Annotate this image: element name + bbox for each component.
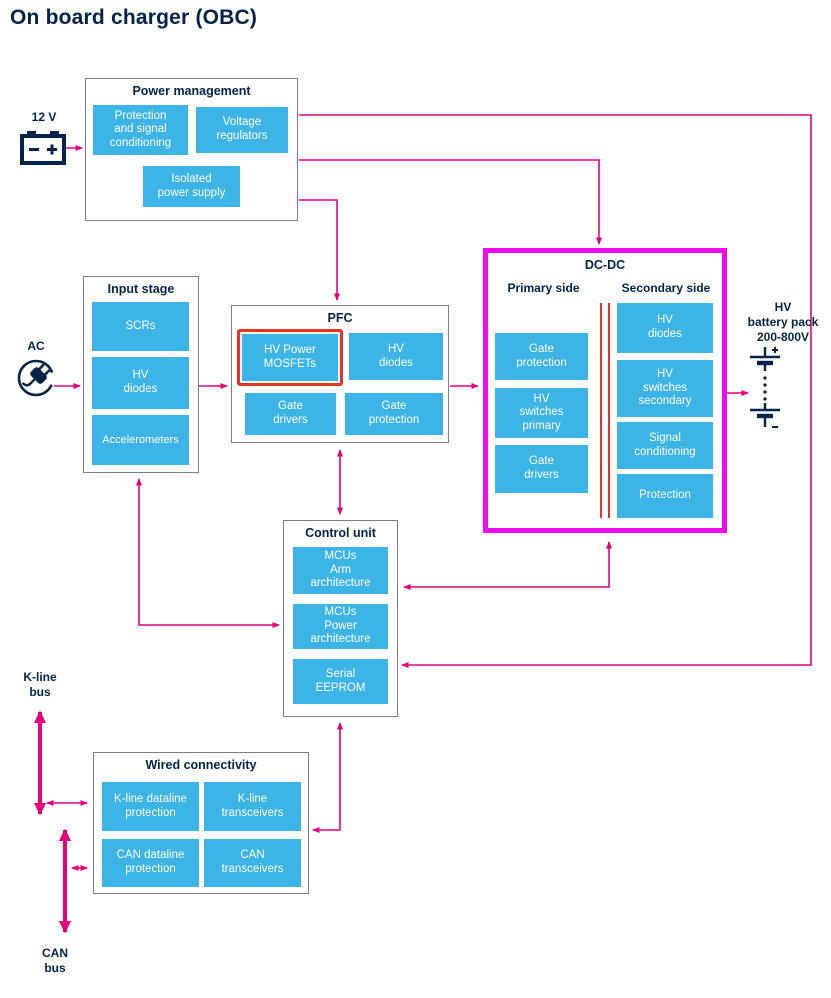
hv-battery-icon xyxy=(747,347,785,442)
chip-hv-switches-primary[interactable]: HV switches primary xyxy=(495,388,588,438)
page-title: On board charger (OBC) xyxy=(10,6,258,29)
arrow-control-unit-dcdc xyxy=(403,541,612,590)
chip-signal-conditioning[interactable]: Signal conditioning xyxy=(617,422,713,469)
dcdc-title: DC-DC xyxy=(584,258,626,272)
ac-label: AC xyxy=(27,339,45,353)
wired-connectivity-title: Wired connectivity xyxy=(145,758,257,772)
power-management-title: Power management xyxy=(132,84,251,98)
chip-serial-eeprom[interactable]: Serial EEPROM xyxy=(293,659,388,704)
dcdc-secondary-side-title: Secondary side xyxy=(621,281,711,295)
chip-pfc-gate-protection[interactable]: Gate protection xyxy=(345,393,443,435)
chip-dcdc-gate-protection[interactable]: Gate protection xyxy=(495,333,588,380)
chip-dcdc-protection[interactable]: Protection xyxy=(617,474,713,518)
chip-voltage-regulators[interactable]: Voltage regulators xyxy=(196,107,288,153)
pfc-block: PFC HV Power MOSFETs HV diodes Gate driv… xyxy=(231,305,449,443)
arrow-power-management-to-control-unit xyxy=(299,114,812,668)
chip-hv-power-mosfets[interactable]: HV Power MOSFETs xyxy=(242,334,338,381)
control-unit-block: Control unit MCUs Arm architecture MCUs … xyxy=(283,520,398,717)
ac-plug-icon xyxy=(15,357,57,404)
chip-scrs[interactable]: SCRs xyxy=(92,302,189,351)
chip-input-hv-diodes[interactable]: HV diodes xyxy=(92,357,189,409)
control-unit-title: Control unit xyxy=(305,526,376,540)
input-stage-title: Input stage xyxy=(107,282,175,296)
chip-mcus-power-architecture[interactable]: MCUs Power architecture xyxy=(293,604,388,649)
power-management-block: Power management Protection and signal c… xyxy=(85,78,298,221)
chip-protection-signal-conditioning[interactable]: Protection and signal conditioning xyxy=(93,105,188,155)
can-bus-label: CAN bus xyxy=(42,946,68,975)
chip-can-transceivers[interactable]: CAN transceivers xyxy=(204,839,301,887)
dcdc-primary-side-title: Primary side xyxy=(507,281,580,295)
isolation-barrier-line xyxy=(600,303,602,518)
chip-hv-switches-secondary[interactable]: HV switches secondary xyxy=(617,360,713,417)
hv-power-mosfets-highlight: HV Power MOSFETs xyxy=(237,329,343,386)
chip-accelerometers[interactable]: Accelerometers xyxy=(92,415,189,465)
chip-pfc-hv-diodes[interactable]: HV diodes xyxy=(349,333,443,380)
wired-connectivity-block: Wired connectivity K-line dataline prote… xyxy=(93,752,309,894)
chip-isolated-power-supply[interactable]: Isolated power supply xyxy=(143,166,240,207)
arrow-control-unit-wired-connectivity xyxy=(312,722,343,833)
battery-12v-icon xyxy=(20,129,66,172)
chip-mcus-arm-architecture[interactable]: MCUs Arm architecture xyxy=(293,547,388,594)
input-stage-block: Input stage SCRs HV diodes Accelerometer… xyxy=(83,276,199,473)
pfc-title: PFC xyxy=(327,311,353,325)
kline-bus-label: K-line bus xyxy=(23,670,57,699)
arrow-power-management-to-pfc xyxy=(299,199,340,301)
chip-dcdc-hv-diodes[interactable]: HV diodes xyxy=(617,303,713,353)
battery-12v-label: 12 V xyxy=(31,110,57,124)
arrow-input-stage-control-unit xyxy=(136,478,280,628)
dcdc-block: DC-DC Primary side Secondary side Gate p… xyxy=(483,248,727,533)
arrow-power-management-to-dcdc xyxy=(299,159,602,245)
chip-kline-transceivers[interactable]: K-line transceivers xyxy=(204,782,301,831)
chip-pfc-gate-drivers[interactable]: Gate drivers xyxy=(245,393,336,435)
hv-battery-label: HV battery pack 200-800V xyxy=(747,300,819,344)
isolation-barrier-line xyxy=(608,303,610,518)
chip-kline-dataline-protection[interactable]: K-line dataline protection xyxy=(102,782,199,831)
chip-dcdc-gate-drivers[interactable]: Gate drivers xyxy=(495,445,588,493)
chip-can-dataline-protection[interactable]: CAN dataline protection xyxy=(102,839,199,887)
